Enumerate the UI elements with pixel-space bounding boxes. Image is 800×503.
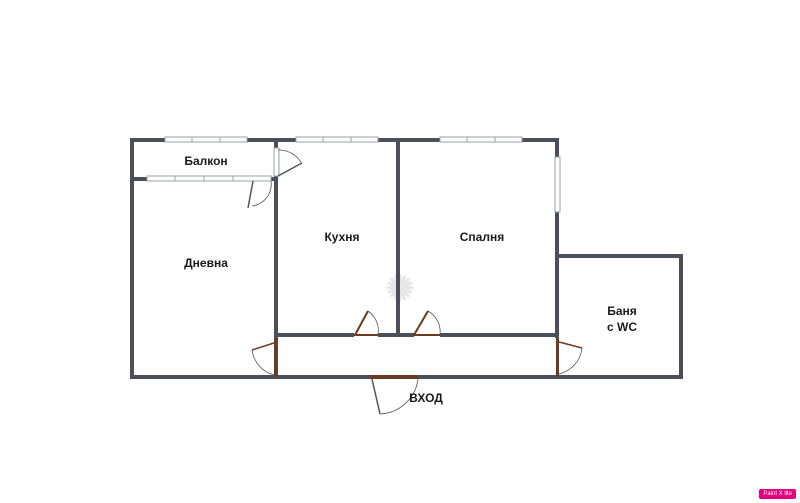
window-balcony-inner (146, 175, 234, 182)
balcony-door (232, 147, 303, 209)
label-kitchen: Кухня (324, 230, 359, 244)
window-bedroom-side (554, 156, 561, 213)
interior-doors (251, 310, 583, 376)
label-bedroom: Спалня (460, 230, 504, 244)
paint-x-lite-badge[interactable]: Paint X lite (759, 489, 796, 499)
wall-corridor-top-2 (378, 333, 414, 337)
label-bath-line2: с WC (607, 320, 637, 334)
label-living: Дневна (184, 256, 228, 270)
wall-bath-top (555, 254, 683, 258)
wall-left (130, 138, 134, 379)
entrance-door (370, 375, 419, 415)
label-balcony: Балкон (184, 154, 227, 168)
wall-kitchen-bedroom (396, 138, 400, 336)
label-entrance: ВХОД (409, 391, 443, 405)
window-bedroom (439, 136, 523, 143)
window-balcony (164, 136, 248, 143)
wall-bath-left (555, 258, 559, 338)
door-living (274, 338, 277, 376)
door-bath (556, 338, 559, 376)
wall-corridor-top-3 (440, 333, 559, 337)
wall-corridor-top (274, 333, 354, 337)
wall-bath-right (679, 254, 683, 379)
windows (146, 136, 561, 213)
window-kitchen (295, 136, 379, 143)
wall-living-kitchen (274, 138, 278, 338)
wall-bottom-left (130, 375, 370, 379)
wall-bottom-right (418, 375, 683, 379)
label-bath-line1: Баня (607, 304, 637, 318)
